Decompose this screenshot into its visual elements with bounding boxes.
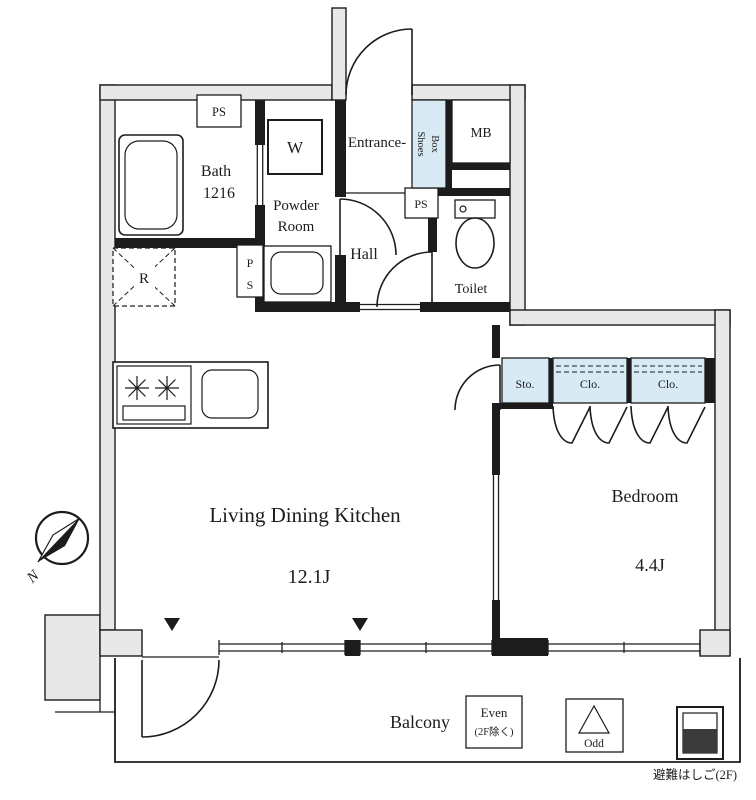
door-swings [141, 28, 706, 738]
closet1-bifold-doors [552, 405, 628, 444]
window-bedroom [547, 640, 701, 655]
windows [218, 640, 701, 655]
even-marker-label-2: (2F除く) [474, 725, 514, 738]
pipe-space-hall-label: PS [414, 197, 427, 211]
balcony-outline [55, 658, 741, 763]
closet2-bifold-doors [630, 405, 706, 444]
refrigerator-space [112, 247, 176, 307]
kitchen-sink-icon [201, 369, 259, 419]
entrance-door [345, 28, 413, 96]
ldk-size-label: 12.1J [288, 566, 331, 588]
toilet-door [376, 251, 433, 308]
odd-marker-box [565, 698, 624, 753]
washing-machine-icon [267, 119, 323, 175]
exterior-walls [44, 7, 731, 701]
odd-marker-label: Odd [584, 738, 604, 750]
escape-hatch-icon [676, 706, 724, 760]
toilet-icon [454, 199, 496, 269]
bedroom-size-label: 4.4J [635, 555, 665, 575]
closet-2-box [630, 357, 706, 404]
pipe-space-top-box [196, 94, 242, 128]
closet-2-label: Clo. [658, 377, 678, 391]
bathtub-icon [118, 134, 184, 236]
pipe-space-mid-box [236, 244, 264, 298]
stove-icon [116, 365, 192, 425]
escape-hatch-label: 避難はしご(2F) [653, 767, 737, 782]
washer-label: W [287, 138, 304, 157]
toilet-label: Toilet [455, 282, 488, 297]
vanity-sink-icon [263, 245, 332, 303]
down-triangle-icon [164, 618, 180, 631]
storage-label: Sto. [515, 377, 534, 391]
entrance-label: Entrance- [348, 135, 406, 151]
bath-label: Bath [201, 163, 231, 180]
shoes-box-label-2: Box [429, 135, 440, 153]
compass-north-label: N [24, 567, 44, 587]
down-triangle-icon [352, 618, 368, 631]
interior-walls [115, 100, 715, 656]
storage-door [454, 364, 501, 411]
window-ldk-right [359, 640, 493, 655]
even-marker-box [465, 695, 523, 749]
closet-1-box [552, 357, 628, 404]
shoes-box [411, 99, 447, 189]
bedroom-label: Bedroom [612, 486, 679, 506]
even-marker-label-1: Even [481, 705, 508, 720]
powder-room-label-2: Room [278, 219, 315, 235]
hall-label: Hall [350, 246, 378, 263]
refrigerator-label: R [139, 271, 149, 287]
storage-box [501, 357, 550, 404]
meter-box-label: MB [470, 125, 491, 140]
bath-size-label: 1216 [203, 185, 235, 202]
shoes-box-label-1: Shoes [415, 131, 426, 156]
odd-triangle-icon [577, 704, 611, 734]
window-ldk-left [218, 640, 346, 655]
pipe-space-mid-label-2: S [247, 278, 254, 292]
thin-lines [142, 145, 500, 658]
marker-triangles [164, 618, 368, 631]
kitchen-counter [112, 361, 269, 429]
pipe-space-mid-label-1: P [247, 256, 254, 270]
text-labels: Bath 1216 Powder Room Entrance- Hall Toi… [24, 105, 738, 782]
meter-box [451, 99, 511, 164]
powder-room-door [339, 198, 397, 256]
pipe-space-hall-box [404, 187, 439, 219]
closet-1-label: Clo. [580, 377, 600, 391]
pipe-space-top-label: PS [212, 105, 226, 119]
powder-room-label-1: Powder [273, 198, 319, 214]
balcony-label: Balcony [390, 712, 450, 732]
compass-icon [34, 510, 90, 566]
ldk-label: Living Dining Kitchen [209, 503, 401, 527]
balcony-door [141, 659, 220, 738]
